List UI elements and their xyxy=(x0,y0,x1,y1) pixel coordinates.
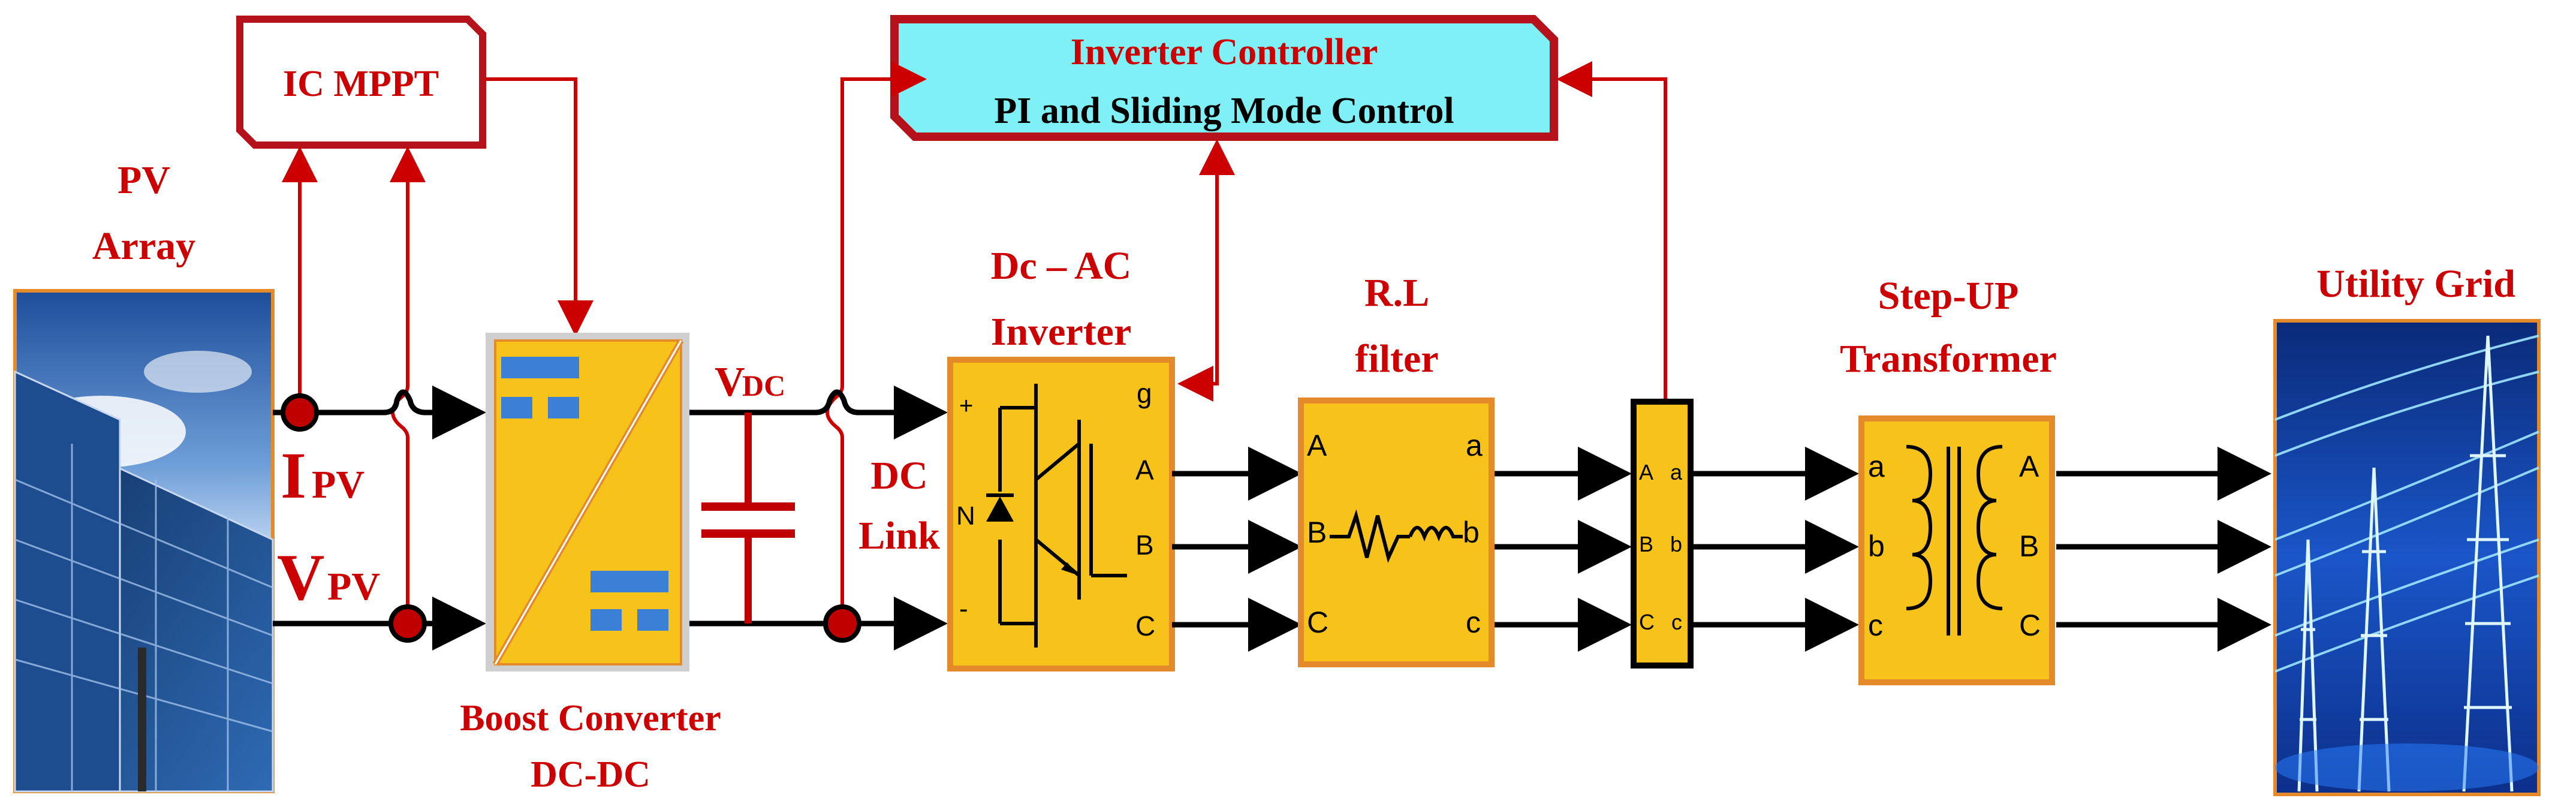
tr-out-a: A xyxy=(2019,450,2039,483)
dc-link-label-line1: DC xyxy=(870,454,927,498)
boost-converter-label-line2: DC-DC xyxy=(531,754,650,795)
vdc-main: V xyxy=(715,359,745,405)
tr-in-b: b xyxy=(1868,529,1885,563)
boost-converter-block xyxy=(486,333,689,672)
tr-out-b: B xyxy=(2019,529,2039,563)
inverter-c-port: C xyxy=(1135,610,1155,642)
sensing-points xyxy=(281,393,861,643)
utility-grid-image xyxy=(2273,319,2541,796)
rl-in-c: C xyxy=(1307,606,1328,639)
rl-out-a: a xyxy=(1466,429,1483,462)
rl-filter-block: A B C a b c xyxy=(1298,398,1495,667)
pv-array-label-line2: Array xyxy=(92,224,195,268)
dcac-inverter-block: + - N g A B C xyxy=(947,357,1175,672)
meas-out-a: a xyxy=(1670,460,1683,484)
step-up-transformer-label-line2: Transformer xyxy=(1840,337,2057,381)
dc-link-capacitor xyxy=(701,412,795,624)
boost-converter-label-line1: Boost Converter xyxy=(460,698,721,739)
inverter-b-port: B xyxy=(1135,529,1154,561)
meas-out-c: c xyxy=(1671,610,1682,634)
meas-in-c: C xyxy=(1639,610,1655,634)
inverter-g-port: g xyxy=(1137,378,1152,409)
inverter-plus-port: + xyxy=(959,393,973,419)
ipv-main: I xyxy=(281,439,306,512)
vdc-sub: DC xyxy=(742,369,785,402)
meas-out-b: b xyxy=(1670,532,1682,556)
tr-in-a: a xyxy=(1868,450,1885,483)
dcac-inverter-label-line2: Inverter xyxy=(991,310,1132,354)
ic-mppt-label: IC MPPT xyxy=(283,64,439,104)
dc-bus-lines xyxy=(273,386,948,651)
inverter-minus-port: - xyxy=(959,594,968,624)
pv-array-image xyxy=(13,289,275,793)
ipv-label: I PV xyxy=(281,439,364,512)
inverter-a-port: A xyxy=(1135,454,1154,486)
rl-out-b: b xyxy=(1463,516,1480,549)
ipv-sub: PV xyxy=(312,463,364,507)
pv-array-label-line1: PV xyxy=(117,158,170,202)
tr-out-c: C xyxy=(2019,609,2041,642)
rl-in-a: A xyxy=(1307,429,1327,462)
dc-link-label-line2: Link xyxy=(858,514,940,558)
inverter-controller-block: Inverter Controller PI and Sliding Mode … xyxy=(890,15,1558,141)
step-up-transformer-label-line1: Step-UP xyxy=(1878,274,2019,318)
ic-mppt-block: IC MPPT xyxy=(236,16,486,149)
rl-filter-label-line2: filter xyxy=(1355,337,1438,381)
dcac-inverter-label-line1: Dc – AC xyxy=(991,244,1132,288)
ac-three-phase-lines xyxy=(1172,447,2271,652)
step-up-transformer-block: a b c A B C xyxy=(1858,415,2055,685)
vpv-label: V PV xyxy=(277,541,380,614)
rl-in-b: B xyxy=(1307,516,1327,549)
meas-in-a: A xyxy=(1639,460,1653,484)
vdc-label: V DC xyxy=(715,359,785,405)
pv-array: PV Array xyxy=(13,158,275,793)
utility-grid-label: Utility Grid xyxy=(2316,262,2515,306)
rl-out-c: c xyxy=(1466,606,1481,639)
inverter-controller-subtitle: PI and Sliding Mode Control xyxy=(994,91,1454,131)
vpv-main: V xyxy=(277,541,324,614)
meas-in-b: B xyxy=(1639,532,1653,556)
inverter-n-port: N xyxy=(956,501,975,531)
rl-filter-label-line1: R.L xyxy=(1364,271,1429,315)
vpv-sub: PV xyxy=(327,565,380,609)
three-phase-measurement-block: A B C a b c xyxy=(1631,399,1694,669)
inverter-controller-title: Inverter Controller xyxy=(1071,32,1378,73)
tr-in-c: c xyxy=(1868,609,1883,642)
